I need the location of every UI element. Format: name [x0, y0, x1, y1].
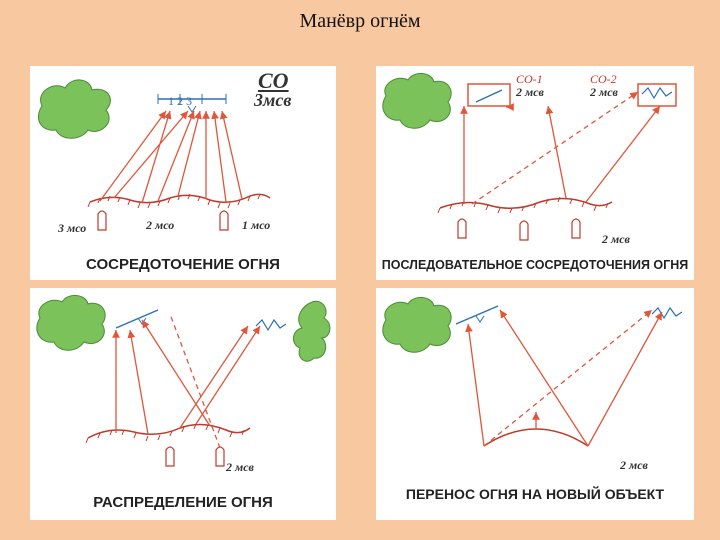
bush-icon: [37, 295, 105, 350]
distribution-diagram: [30, 288, 336, 520]
unit-label-mid: 2 мсо: [146, 218, 174, 233]
unit-label: 2 мсв: [620, 458, 648, 473]
co2-label-bottom: 2 мсв: [590, 85, 618, 100]
bush-icon: [383, 73, 451, 128]
unit-label-left: 3 мсо: [58, 221, 86, 236]
page-title: Манёвр огнём: [0, 10, 720, 33]
unit-label: 2 мсв: [226, 460, 254, 475]
unit-label: 2 мсв: [602, 232, 630, 247]
panel-caption: ПОСЛЕДОВАТЕЛЬНОЕ СОСРЕДОТОЧЕНИЯ ОГНЯ: [376, 258, 694, 272]
panel-caption: СОСРЕДОТОЧЕНИЕ ОГНЯ: [30, 256, 336, 273]
bush-icon: [38, 80, 110, 138]
target-label-bottom: 3мсв: [254, 90, 291, 111]
panel-caption: РАСПРЕДЕЛЕНИЕ ОГНЯ: [30, 494, 336, 511]
tree-icon: [293, 301, 330, 361]
unit-label-right: 1 мсо: [242, 218, 270, 233]
panel-transfer: 2 мсв ПЕРЕНОС ОГНЯ НА НОВЫЙ ОБЪЕКТ: [376, 288, 694, 520]
co1-label-bottom: 2 мсв: [516, 85, 544, 100]
panel-concentration: СО 3мсв 1 2 3 3 мсо 2 мсо 1 мсо СОСРЕДОТ…: [30, 66, 336, 280]
panel-caption: ПЕРЕНОС ОГНЯ НА НОВЫЙ ОБЪЕКТ: [376, 486, 694, 502]
sector-numbers: 1 2 3: [168, 94, 192, 109]
panel-sequential: СО-1 2 мсв СО-2 2 мсв 2 мсв ПОСЛЕДОВАТЕЛ…: [376, 66, 694, 280]
panel-distribution: 2 мсв РАСПРЕДЕЛЕНИЕ ОГНЯ: [30, 288, 336, 520]
bush-icon: [383, 297, 451, 352]
